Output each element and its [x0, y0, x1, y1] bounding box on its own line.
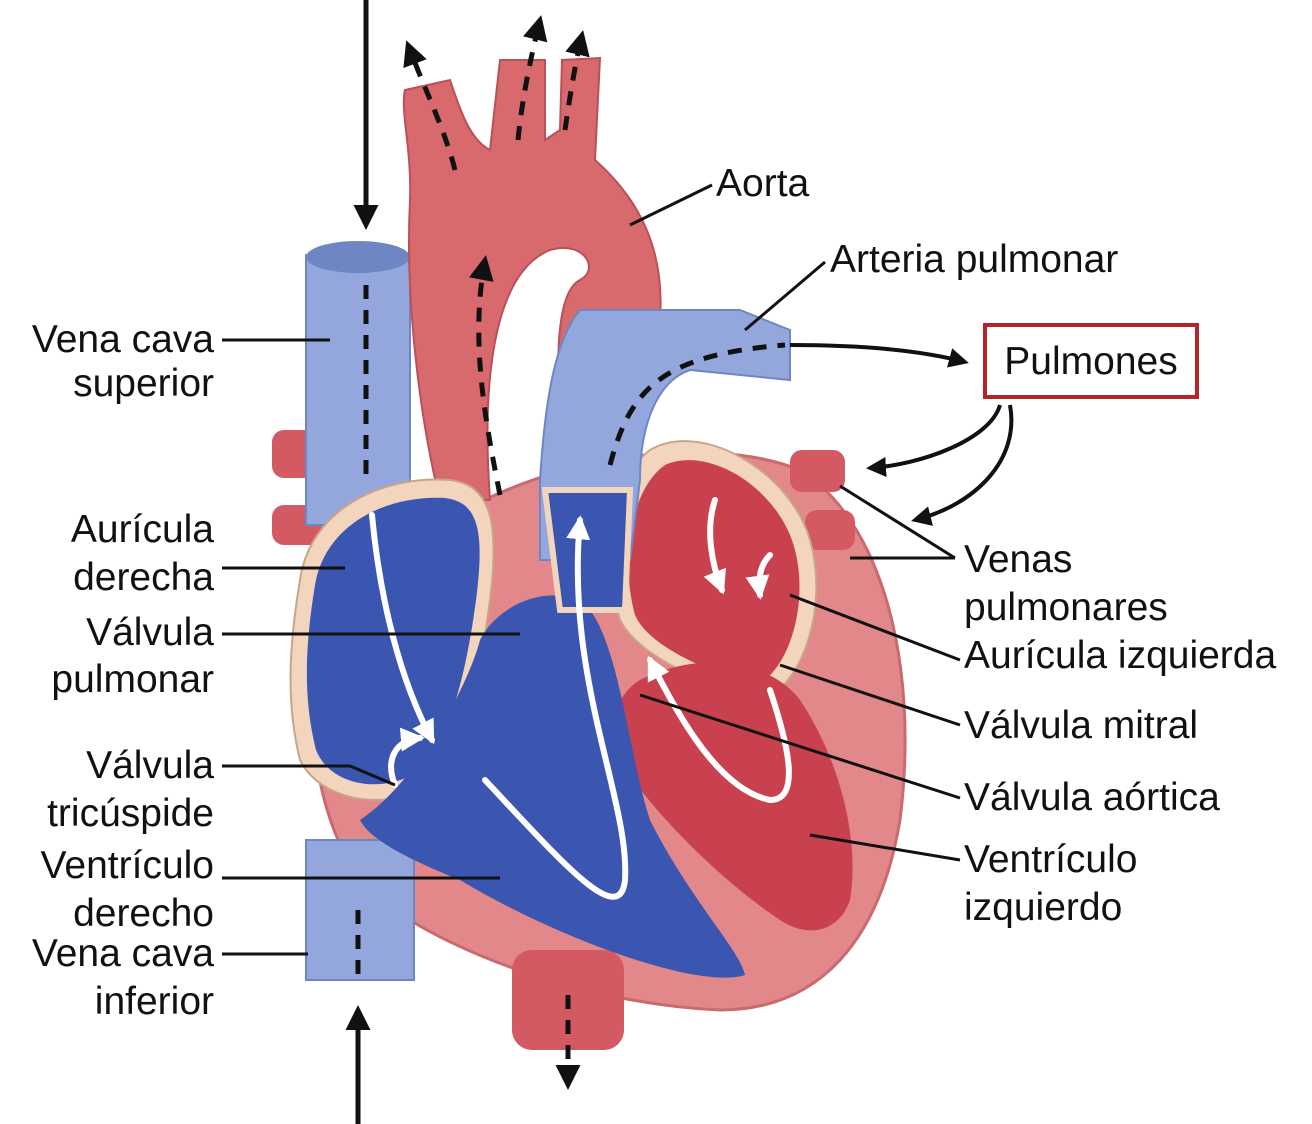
- pulmones-label: Pulmones: [1004, 340, 1177, 383]
- arrow-from-lungs-2: [915, 405, 1011, 520]
- label-venas-pulmonares-2: pulmonares: [964, 586, 1168, 629]
- label-venas-pulmonares-1: Venas: [964, 538, 1072, 581]
- label-ventriculo-derecho-1: Ventrículo: [41, 844, 214, 887]
- label-valvula-aortica: Válvula aórtica: [964, 776, 1220, 819]
- pulmonary-trunk-inner: [545, 490, 630, 610]
- pulmonary-vein-lower: [805, 510, 855, 550]
- label-ventriculo-izquierdo-2: izquierdo: [964, 886, 1122, 929]
- vena-cava-superior-top: [306, 241, 410, 273]
- label-valvula-pulmonar-2: pulmonar: [51, 658, 214, 701]
- label-auricula-derecha-1: Aurícula: [71, 508, 214, 551]
- pulmonary-vein-upper: [790, 450, 845, 492]
- arrow-to-lungs: [790, 345, 965, 362]
- label-vena-cava-inferior-2: inferior: [95, 980, 214, 1023]
- label-vena-cava-superior-1: Vena cava: [32, 318, 214, 361]
- label-valvula-mitral: Válvula mitral: [964, 704, 1198, 747]
- label-valvula-tricuspide-2: tricúspide: [47, 792, 214, 835]
- label-valvula-tricuspide-1: Válvula: [86, 744, 214, 787]
- label-ventriculo-izquierdo-1: Ventrículo: [964, 838, 1137, 881]
- leader-arteria-pulmonar: [745, 262, 825, 330]
- label-auricula-izquierda: Aurícula izquierda: [964, 634, 1276, 677]
- arrow-from-lungs-1: [870, 405, 1000, 468]
- label-ventriculo-derecho-2: derecho: [73, 892, 214, 935]
- label-arteria-pulmonar: Arteria pulmonar: [830, 238, 1118, 281]
- label-valvula-pulmonar-1: Válvula: [86, 611, 214, 654]
- label-vena-cava-superior-2: superior: [73, 362, 214, 405]
- label-auricula-derecha-2: derecha: [73, 556, 214, 599]
- label-vena-cava-inferior-1: Vena cava: [32, 932, 214, 975]
- label-aorta: Aorta: [716, 162, 810, 205]
- leader-aorta: [630, 185, 712, 225]
